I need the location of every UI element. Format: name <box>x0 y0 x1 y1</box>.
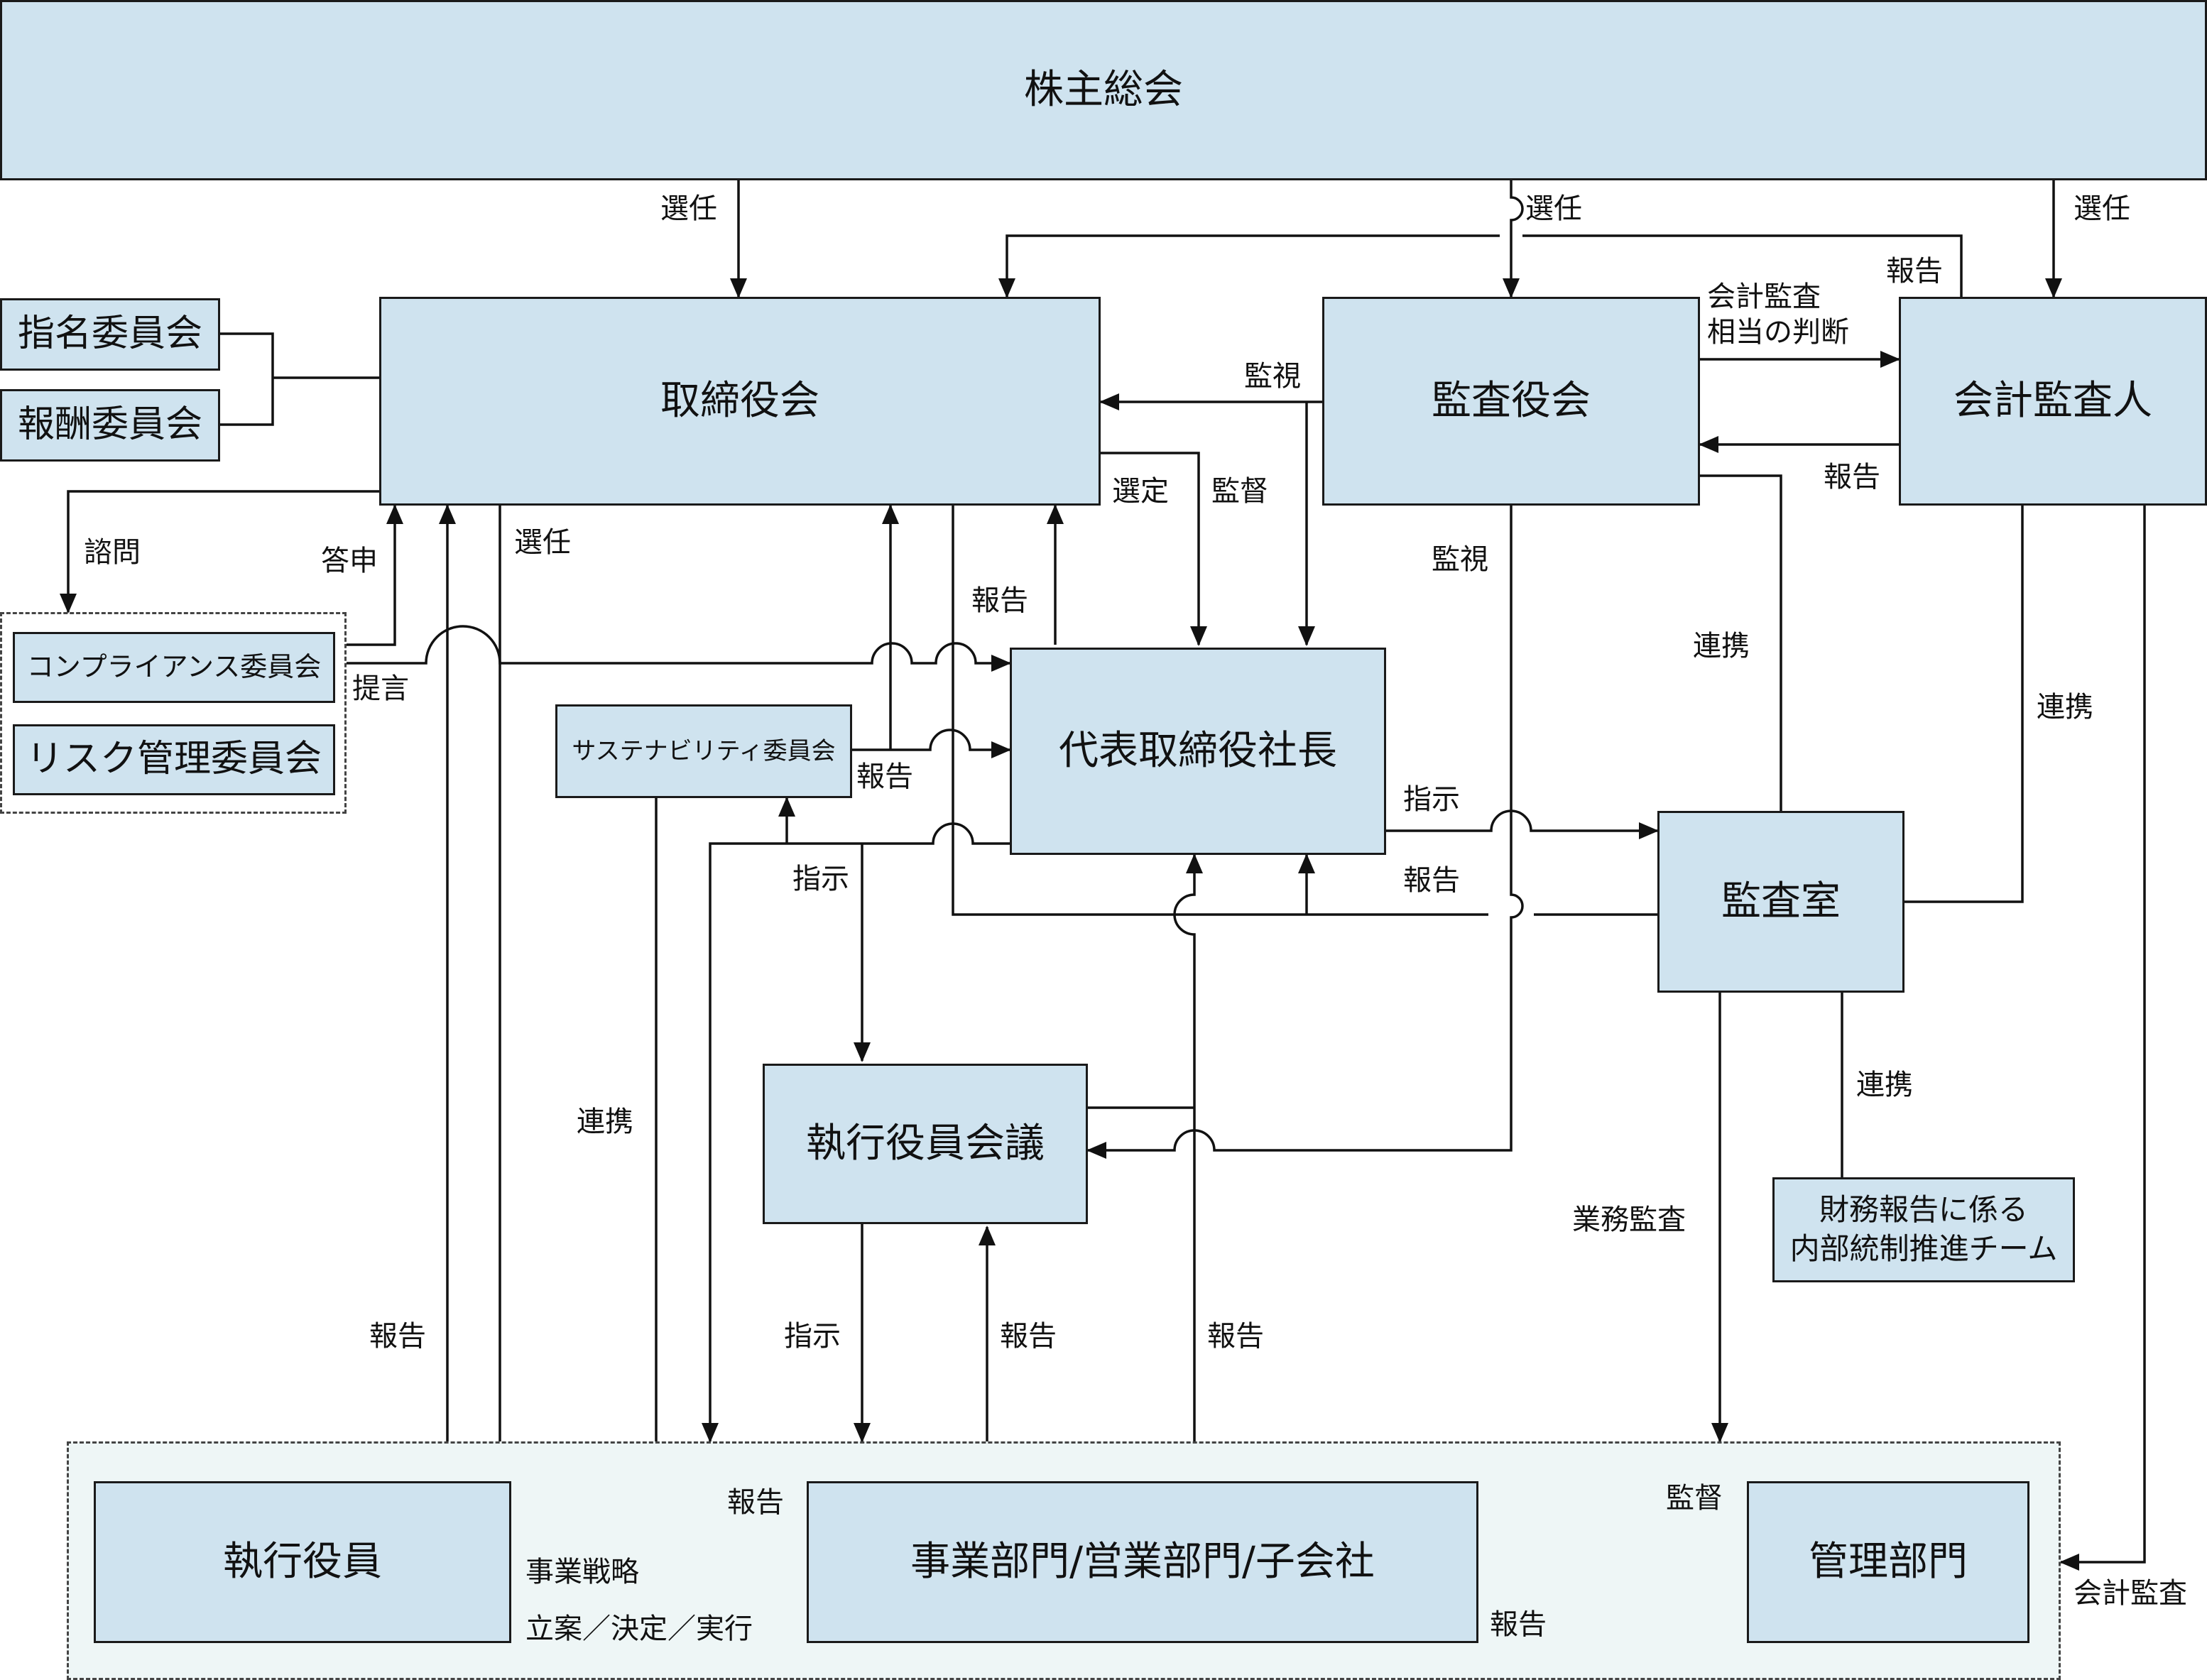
business-departments-box: 事業部門/営業部門/子会社 <box>807 1481 1478 1643</box>
label-answer: 答申 <box>321 545 378 577</box>
icfr-team-line-1: 財務報告に係る <box>1819 1192 2028 1228</box>
label-select: 選定 <box>1112 475 1169 508</box>
label-report-president: 報告 <box>971 584 1028 617</box>
shareholders-meeting-box: 株主総会 <box>0 0 2207 180</box>
committee-group <box>0 612 347 814</box>
audit-office-box: 監査室 <box>1657 811 1904 993</box>
label-elect-exec: 選任 <box>514 526 571 559</box>
label-coop-sustain: 連携 <box>577 1106 633 1138</box>
nomination-committee-box: 指名委員会 <box>0 298 220 371</box>
label-report-admin: 報告 <box>1490 1608 1547 1641</box>
audit-board-box: 監査役会 <box>1322 297 1700 506</box>
label-report-dept-president: 報告 <box>1207 1320 1264 1353</box>
sustainability-committee-box: サステナビリティ委員会 <box>555 704 852 798</box>
executive-meeting-box: 執行役員会議 <box>763 1064 1088 1224</box>
label-report-auditor-board: 報告 <box>1886 255 1943 288</box>
label-coop-audit-office: 連携 <box>1693 630 1750 662</box>
executive-officers-box: 執行役員 <box>94 1481 511 1643</box>
icfr-team-box: 財務報告に係る 内部統制推進チーム <box>1772 1177 2075 1282</box>
label-supervise-admin: 監督 <box>1666 1482 1723 1515</box>
label-monitor-board: 監視 <box>1244 360 1301 393</box>
label-report-sustain: 報告 <box>856 760 913 793</box>
label-report-audit-office: 報告 <box>1403 864 1460 897</box>
label-instruct-exec-meeting: 指示 <box>792 863 849 895</box>
label-consult: 諮問 <box>84 536 141 569</box>
label-elect-audit: 選任 <box>1525 192 1582 225</box>
board-of-directors-box: 取締役会 <box>379 297 1101 506</box>
label-report-dept-board: 報告 <box>369 1320 426 1353</box>
label-strategy-1: 事業戦略 <box>525 1556 639 1588</box>
label-monitor-exec: 監視 <box>1432 543 1488 576</box>
label-elect-auditor: 選任 <box>2074 192 2130 225</box>
risk-committee-box: リスク管理委員会 <box>13 724 335 795</box>
label-report-exec-meeting: 報告 <box>1000 1320 1057 1353</box>
label-equiv-audit-2: 相当の判断 <box>1707 316 1849 349</box>
label-coop-team: 連携 <box>1856 1069 1913 1101</box>
label-elect-board: 選任 <box>660 192 717 225</box>
accounting-auditor-box: 会計監査人 <box>1899 297 2207 506</box>
label-business-audit: 業務監査 <box>1572 1204 1686 1236</box>
label-supervise: 監督 <box>1211 475 1268 508</box>
label-coop-auditor: 連携 <box>2037 691 2093 724</box>
label-accounting-audit: 会計監査 <box>2074 1577 2187 1610</box>
label-propose: 提言 <box>352 672 409 705</box>
label-instruct-exec-dept: 指示 <box>784 1320 841 1353</box>
label-equiv-audit-1: 会計監査 <box>1707 280 1821 313</box>
label-report-auditor-audit: 報告 <box>1824 461 1880 493</box>
label-instruct-audit-office: 指示 <box>1403 783 1460 816</box>
remuneration-committee-box: 報酬委員会 <box>0 389 220 462</box>
icfr-team-line-2: 内部統制推進チーム <box>1789 1231 2058 1266</box>
admin-department-box: 管理部門 <box>1747 1481 2029 1643</box>
label-report-to-officers: 報告 <box>727 1486 784 1519</box>
president-box: 代表取締役社長 <box>1010 648 1386 855</box>
label-strategy-2: 立案／決定／実行 <box>525 1613 753 1645</box>
compliance-committee-box: コンプライアンス委員会 <box>13 632 335 703</box>
